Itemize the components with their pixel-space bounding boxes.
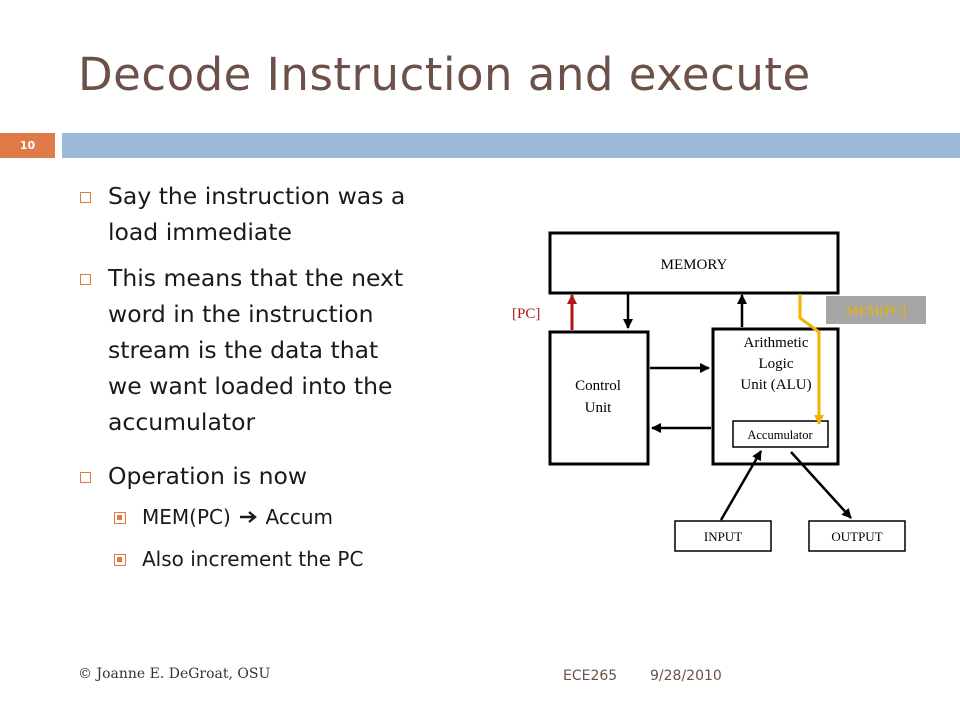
title-bar xyxy=(62,133,960,158)
memory-label: MEMORY xyxy=(661,257,728,273)
bullet-line: accumulator xyxy=(108,408,256,436)
control-unit-block: Control Unit xyxy=(548,330,650,466)
slide-number: 10 xyxy=(0,133,55,158)
output-block: OUTPUT xyxy=(808,520,906,552)
pc-label: [PC] xyxy=(512,306,540,322)
bullet-line: load immediate xyxy=(108,218,292,246)
sub-bullet-text: MEM(PC) xyxy=(142,505,231,529)
alu-label: Arithmetic xyxy=(744,335,809,351)
mem-pc-label-box: MEM[PC] xyxy=(826,296,926,324)
bullet-item: This means that the next word in the ins… xyxy=(74,260,474,440)
sub-bullet-text: Accum xyxy=(265,505,333,529)
bullet-line: stream is the data that xyxy=(108,336,379,364)
slide-title: Decode Instruction and execute xyxy=(78,48,811,101)
square-bullet-icon xyxy=(80,274,91,285)
bullet-line: Say the instruction was a xyxy=(108,182,406,210)
square-bullet-icon xyxy=(80,192,91,203)
course-label: ECE265 xyxy=(563,668,618,684)
alu-label: Unit (ALU) xyxy=(740,377,811,393)
bullet-line: we want loaded into the xyxy=(108,372,393,400)
square-bullet-icon xyxy=(80,472,91,483)
sub-bullet-item: MEM(PC) Accum xyxy=(74,498,474,536)
output-label: OUTPUT xyxy=(831,529,882,544)
accumulator-box xyxy=(732,420,829,448)
bullet-item: Say the instruction was a load immediate xyxy=(74,178,474,250)
bullet-line: This means that the next xyxy=(108,264,404,292)
bullet-item: Operation is now xyxy=(74,458,474,494)
filled-square-bullet-icon xyxy=(114,512,126,524)
bullet-line: Operation is now xyxy=(108,462,308,490)
filled-square-bullet-icon xyxy=(114,554,126,566)
control-unit-label: Unit xyxy=(585,400,613,416)
sub-bullet-item: Also increment the PC xyxy=(74,540,474,578)
memory-block: MEMORY xyxy=(548,231,840,295)
input-block: INPUT xyxy=(674,520,772,552)
right-arrow-icon xyxy=(239,498,259,536)
cpu-diagram: MEMORY Control Unit Arithmetic Logic Uni… xyxy=(512,231,926,552)
bullet-list: Say the instruction was a load immediate… xyxy=(74,178,474,578)
mem-pc-label: MEM[PC] xyxy=(846,304,906,319)
input-label: INPUT xyxy=(704,529,742,544)
accumulator-to-output-arrow xyxy=(790,451,852,519)
copyright-text: © Joanne E. DeGroat, OSU xyxy=(78,666,271,682)
bullet-line: word in the instruction xyxy=(108,300,374,328)
input-to-accumulator-arrow xyxy=(719,450,763,521)
alu-label: Logic xyxy=(759,356,794,372)
alu-block: Arithmetic Logic Unit (ALU) Accumulator xyxy=(711,327,840,466)
control-unit-label: Control xyxy=(575,378,621,394)
accumulator-label: Accumulator xyxy=(747,428,813,442)
mem-pc-data-arrow xyxy=(798,294,824,425)
sub-bullet-text: Also increment the PC xyxy=(142,547,364,571)
date-label: 9/28/2010 xyxy=(650,668,722,684)
